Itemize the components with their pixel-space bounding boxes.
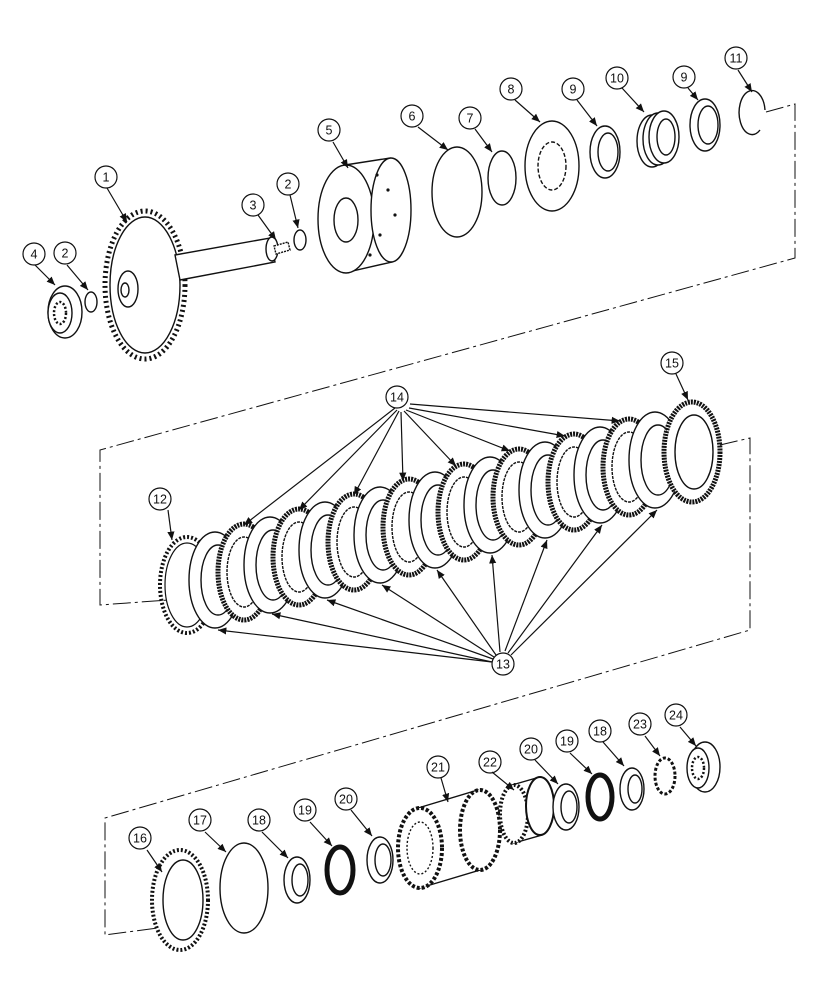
svg-text:3: 3 bbox=[250, 199, 257, 213]
svg-text:1: 1 bbox=[103, 171, 110, 185]
lock-washer-part-23 bbox=[653, 756, 677, 796]
callout-20: 20 bbox=[519, 737, 543, 761]
seal-ring-part-17 bbox=[219, 842, 269, 934]
callouts: 1 2 4 3 2 5 6 7 8 9 10 9 11 14 15 12 13 … bbox=[22, 46, 748, 850]
svg-text:6: 6 bbox=[409, 110, 416, 124]
callout-10: 10 bbox=[605, 66, 629, 90]
svg-text:12: 12 bbox=[153, 493, 167, 507]
svg-text:19: 19 bbox=[298, 804, 312, 818]
callout-13: 13 bbox=[491, 652, 515, 676]
callout-23: 23 bbox=[628, 712, 652, 736]
svg-text:17: 17 bbox=[193, 814, 207, 828]
oring-part-2a bbox=[84, 291, 98, 313]
callout-2: 2 bbox=[276, 172, 300, 196]
gear-shaft-part-1 bbox=[102, 208, 279, 362]
svg-text:18: 18 bbox=[593, 725, 607, 739]
callout-22: 22 bbox=[478, 750, 502, 774]
callout-1: 1 bbox=[94, 165, 118, 189]
callout-6: 6 bbox=[400, 104, 424, 128]
svg-text:9: 9 bbox=[681, 71, 688, 85]
svg-text:2: 2 bbox=[62, 247, 69, 261]
svg-text:20: 20 bbox=[339, 793, 353, 807]
callout-20: 20 bbox=[334, 787, 358, 811]
hub-part-21 bbox=[396, 788, 502, 890]
snap-ring-part-11 bbox=[738, 89, 766, 136]
svg-text:20: 20 bbox=[524, 743, 538, 757]
callout-18: 18 bbox=[247, 808, 271, 832]
callout-24: 24 bbox=[664, 703, 688, 727]
callout-11: 11 bbox=[724, 46, 748, 70]
svg-text:2: 2 bbox=[285, 178, 292, 192]
pin-part-3 bbox=[273, 241, 291, 255]
end-plate-part-15 bbox=[661, 399, 723, 505]
bearing-part-4 bbox=[47, 285, 83, 339]
washer-part-20a bbox=[366, 836, 394, 884]
callout-4: 4 bbox=[22, 242, 46, 266]
callout-9: 9 bbox=[672, 65, 696, 89]
callout-19: 19 bbox=[293, 798, 317, 822]
svg-text:14: 14 bbox=[390, 391, 404, 405]
svg-text:24: 24 bbox=[669, 709, 683, 723]
callout-3: 3 bbox=[241, 193, 265, 217]
svg-text:4: 4 bbox=[31, 248, 38, 262]
callout-19: 19 bbox=[555, 729, 579, 753]
seal-ring-part-6 bbox=[431, 146, 483, 238]
callout-12: 12 bbox=[148, 487, 172, 511]
svg-text:22: 22 bbox=[483, 756, 497, 770]
callout-14: 14 bbox=[385, 385, 409, 409]
oring-part-2b bbox=[293, 229, 307, 251]
plate-part-16 bbox=[150, 848, 210, 952]
svg-text:11: 11 bbox=[730, 52, 743, 66]
callout-15: 15 bbox=[660, 351, 684, 375]
svg-text:21: 21 bbox=[431, 761, 445, 775]
assembly-centerlines bbox=[99, 103, 796, 936]
svg-text:7: 7 bbox=[467, 112, 474, 126]
callout-17: 17 bbox=[188, 808, 212, 832]
svg-text:18: 18 bbox=[252, 814, 266, 828]
washer-part-20b bbox=[552, 783, 580, 831]
svg-text:9: 9 bbox=[570, 83, 577, 97]
svg-text:23: 23 bbox=[633, 718, 647, 732]
bearing-race-part-19b bbox=[585, 772, 615, 822]
clutch-pack bbox=[158, 399, 723, 635]
callout-7: 7 bbox=[458, 106, 482, 130]
washer-part-9b bbox=[689, 98, 721, 152]
callout-16: 16 bbox=[128, 826, 152, 850]
callout-18: 18 bbox=[588, 719, 612, 743]
piston-part-8 bbox=[524, 120, 580, 212]
leader-lines bbox=[34, 69, 753, 873]
needle-bearing-part-22 bbox=[498, 776, 555, 845]
svg-text:8: 8 bbox=[508, 83, 515, 97]
seal-ring-part-7 bbox=[487, 150, 517, 206]
svg-text:15: 15 bbox=[665, 357, 679, 371]
svg-text:5: 5 bbox=[326, 124, 333, 138]
bearing-race-part-19a bbox=[324, 844, 356, 896]
callout-2: 2 bbox=[53, 241, 77, 265]
bearing-part-24 bbox=[686, 741, 721, 793]
washer-part-9a bbox=[589, 125, 621, 179]
spring-part-10 bbox=[636, 110, 680, 168]
callout-9: 9 bbox=[561, 77, 585, 101]
svg-text:10: 10 bbox=[610, 72, 624, 86]
clutch-drum-part-5 bbox=[317, 157, 412, 274]
callout-21: 21 bbox=[426, 755, 450, 779]
callout-5: 5 bbox=[317, 118, 341, 142]
svg-text:19: 19 bbox=[560, 735, 574, 749]
thrust-washer-part-18b bbox=[619, 767, 645, 811]
thrust-washer-part-18a bbox=[283, 856, 311, 904]
svg-text:13: 13 bbox=[496, 658, 510, 672]
svg-text:16: 16 bbox=[133, 832, 147, 846]
callout-8: 8 bbox=[499, 77, 523, 101]
